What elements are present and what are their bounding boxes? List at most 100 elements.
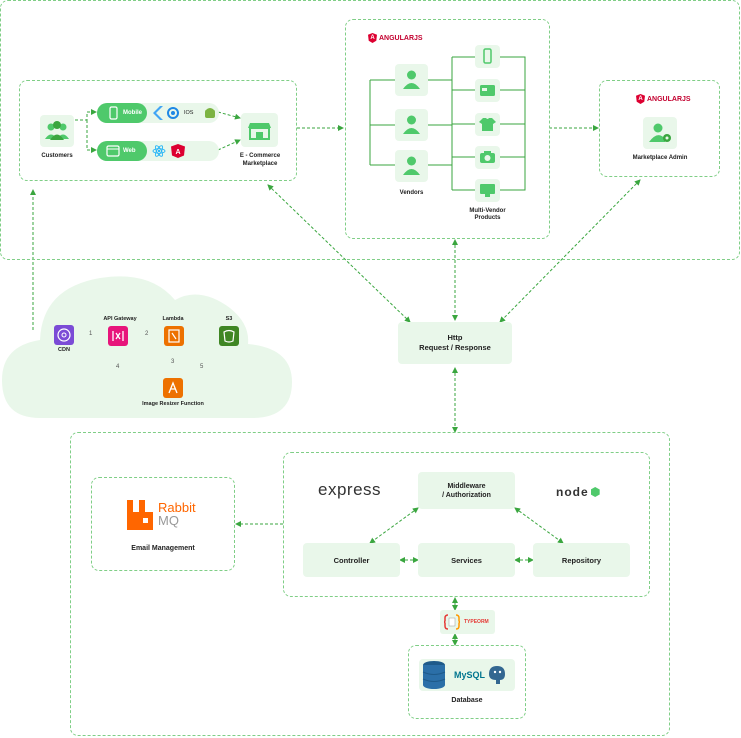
product-tile-phone[interactable] xyxy=(475,45,500,68)
backend-core-panel xyxy=(283,452,650,597)
email-label: Email Management xyxy=(131,545,195,552)
shirt-icon xyxy=(479,118,496,131)
api-gateway-label: API Gateway xyxy=(103,316,137,322)
vendor-angularjs-badge: A ANGULARJS xyxy=(368,33,423,43)
image-resizer-icon[interactable] xyxy=(163,378,183,398)
flutter-icon xyxy=(153,106,163,120)
nodejs-logo: node xyxy=(556,485,600,499)
vendor-angularjs-text: ANGULARJS xyxy=(379,34,423,42)
angular-icon xyxy=(171,144,185,158)
cdn-label: CDN xyxy=(58,347,70,353)
admin-panel: A ANGULARJS Marketplace Admin xyxy=(599,80,720,177)
products-label-line1: Multi-Vendor xyxy=(469,208,506,214)
typeorm-icon xyxy=(444,614,460,630)
customers-label: Customers xyxy=(41,153,73,159)
frontend-frame xyxy=(0,0,740,260)
product-tile-monitor[interactable] xyxy=(475,179,500,202)
middleware-line2: / Authorization xyxy=(442,491,491,499)
typeorm-badge[interactable]: TYPEORM xyxy=(440,610,495,634)
vendor-tile-2[interactable] xyxy=(395,109,428,141)
products-label: Multi-Vendor Products xyxy=(460,208,515,222)
marketplace-label-line2: Marketplace xyxy=(242,161,278,167)
storefront-icon xyxy=(248,123,271,140)
lambda-label: Lambda xyxy=(162,316,184,322)
angular-shield-icon: A xyxy=(368,33,377,43)
android-icon xyxy=(205,110,215,118)
product-tile-card[interactable] xyxy=(475,79,500,102)
database-icon xyxy=(422,661,446,689)
controller-box[interactable]: Controller xyxy=(303,543,400,577)
database-label: Database xyxy=(451,697,483,704)
camera-icon xyxy=(480,151,495,163)
admin-tile[interactable] xyxy=(643,117,677,149)
admin-angularjs-text: ANGULARJS xyxy=(647,95,691,103)
lambda-icon[interactable] xyxy=(164,326,184,346)
customers-tile[interactable] xyxy=(40,115,74,147)
mobile-channel-button[interactable]: Mobile xyxy=(97,103,147,123)
angular-shield-icon: A xyxy=(636,94,645,104)
s3-icon[interactable] xyxy=(219,326,239,346)
marketplace-label-line1: E - Commerce xyxy=(239,153,281,159)
vendor-tile-3[interactable] xyxy=(395,150,428,182)
vendors-label: Vendors xyxy=(399,190,424,196)
database-panel: MySQL Database xyxy=(408,645,526,719)
services-box[interactable]: Services xyxy=(418,543,515,577)
flow-step-1: 1 xyxy=(89,331,93,337)
email-panel: Rabbit MQ Email Management xyxy=(91,477,235,571)
nodejs-wordmark: node xyxy=(556,485,589,499)
marketplace-label: E - Commerce Marketplace xyxy=(225,152,295,168)
flow-step-3: 3 xyxy=(171,359,175,365)
admin-label: Marketplace Admin xyxy=(632,155,688,161)
monitor-icon xyxy=(480,184,495,197)
admin-gear-user-icon xyxy=(649,123,671,142)
svg-text:A: A xyxy=(175,149,180,156)
product-tile-shirt[interactable] xyxy=(475,113,500,136)
middleware-line1: Middleware xyxy=(447,482,486,490)
phone-icon xyxy=(483,48,492,64)
vendor-tile-1[interactable] xyxy=(395,64,428,96)
react-icon xyxy=(152,145,166,157)
typeorm-wordmark: TYPEORM xyxy=(464,619,489,625)
rabbitmq-wordmark-line2: MQ xyxy=(158,513,179,528)
customer-section: Customers Mobile IOS Web A E - Commerc xyxy=(19,80,297,181)
mysql-logo: MySQL xyxy=(454,670,486,680)
vendor-user-icon xyxy=(403,115,420,134)
repository-box[interactable]: Repository xyxy=(533,543,630,577)
flow-step-4: 4 xyxy=(116,364,120,370)
rabbitmq-wordmark-line1: Rabbit xyxy=(158,500,196,515)
flow-step-5: 5 xyxy=(200,364,204,370)
mobile-tech-icons xyxy=(153,106,215,120)
products-label-line2: Products xyxy=(474,215,501,221)
nodejs-hex-icon xyxy=(590,487,600,497)
card-icon xyxy=(480,85,495,96)
vendor-user-icon xyxy=(403,70,420,89)
web-channel-button[interactable]: Web xyxy=(97,141,147,161)
web-tech-icons: A xyxy=(152,144,185,158)
browser-icon xyxy=(106,145,120,157)
http-line2: Request / Response xyxy=(419,343,491,352)
backend-frame xyxy=(70,432,670,736)
mobile-icon xyxy=(109,106,118,120)
image-resizer-label: Image Resizer Function xyxy=(142,401,204,407)
product-tile-camera[interactable] xyxy=(475,146,500,169)
middleware-box[interactable]: Middleware / Authorization xyxy=(418,472,515,509)
admin-angularjs-badge: A ANGULARJS xyxy=(636,94,691,104)
web-label: Web xyxy=(123,148,136,154)
rabbitmq-wordmark: Rabbit MQ xyxy=(158,501,196,527)
vendor-user-icon xyxy=(403,156,420,175)
ios-label: IOS xyxy=(184,110,194,116)
mobile-label: Mobile xyxy=(123,110,142,116)
flow-step-2: 2 xyxy=(145,331,149,337)
marketplace-tile[interactable] xyxy=(241,113,278,147)
cdn-icon[interactable] xyxy=(54,325,74,345)
ionic-icon xyxy=(167,107,179,119)
rabbitmq-icon xyxy=(127,500,153,530)
postgresql-icon xyxy=(489,666,505,684)
api-gateway-icon[interactable] xyxy=(108,326,128,346)
s3-label: S3 xyxy=(225,316,233,322)
express-logo: express xyxy=(318,480,382,499)
vendor-panel: A ANGULARJS xyxy=(345,19,550,239)
http-line1: Http xyxy=(447,333,463,342)
http-box[interactable]: Http Request / Response xyxy=(398,322,512,364)
